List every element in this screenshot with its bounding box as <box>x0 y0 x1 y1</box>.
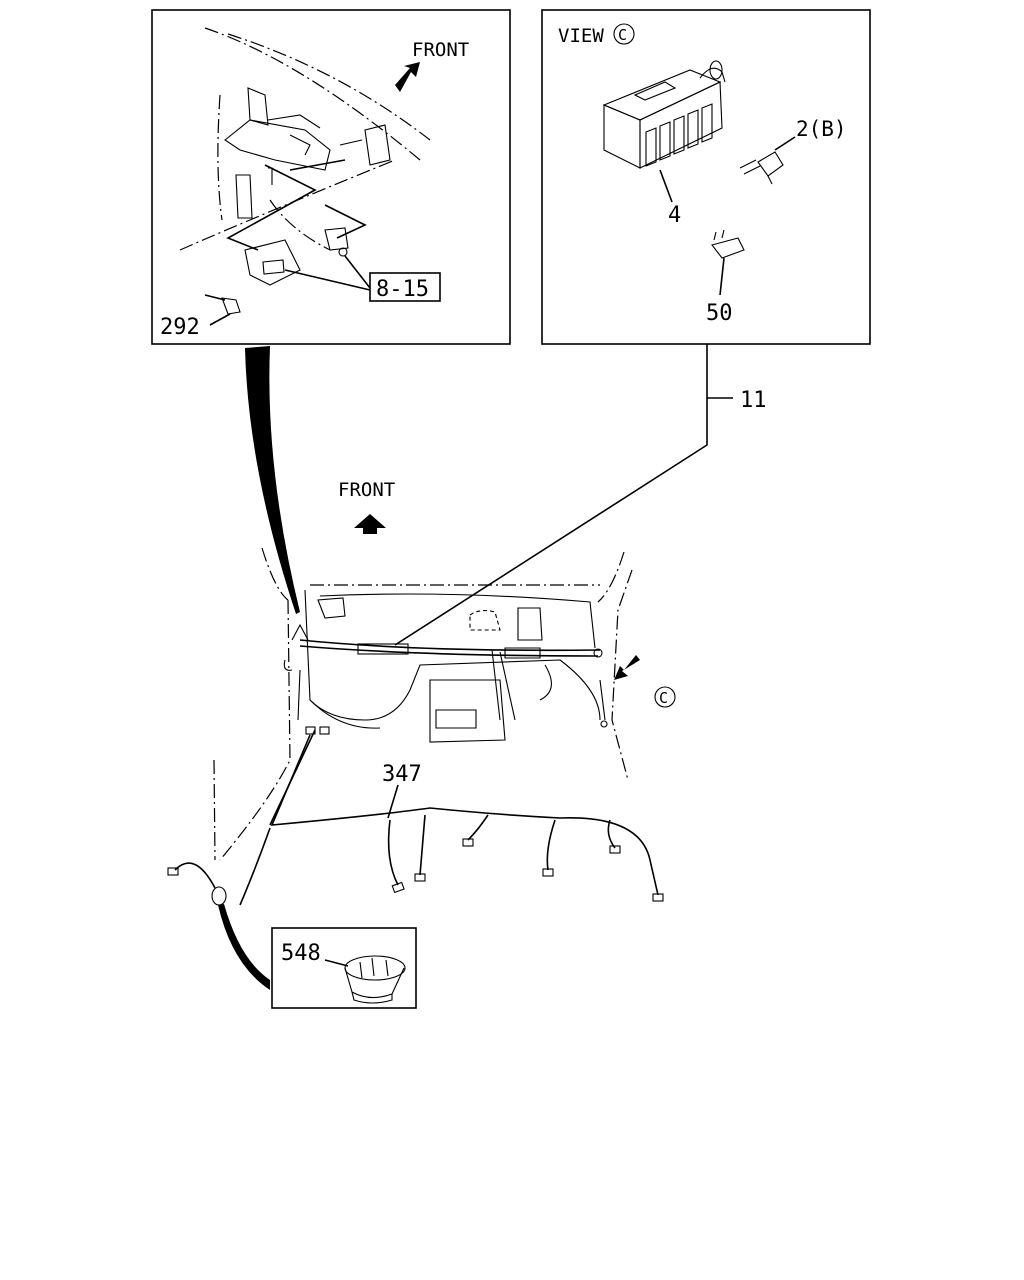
callout-relay-box: 4 <box>668 203 681 228</box>
view-marker-circle-icon <box>613 23 635 45</box>
detail-pointer-left <box>245 346 300 614</box>
callout-relay: 2(B) <box>796 117 847 141</box>
main-view-marker: C <box>659 689 668 707</box>
inset-frame <box>151 9 511 345</box>
main-view: FRONT C <box>167 479 676 906</box>
view-arrow-icon <box>614 655 640 680</box>
fuse-icon <box>711 229 745 259</box>
detail-pointer-bottom <box>218 904 270 990</box>
view-label: VIEW <box>558 25 604 47</box>
inset-bracket-detail: FRONT 8-15 292 <box>151 9 511 345</box>
leader-11 <box>394 344 708 646</box>
main-view-marker-circle-icon <box>654 686 676 708</box>
grommet-icon <box>344 955 406 1004</box>
grommet-location-icon <box>211 886 227 906</box>
main-front-label: FRONT <box>338 479 395 501</box>
callout-bolt: 292 <box>160 315 200 340</box>
callout-box-8-15 <box>369 272 441 302</box>
callout-link: 11 <box>740 388 767 413</box>
front-arrow-icon <box>395 62 420 92</box>
callout-harness: 347 <box>382 762 422 787</box>
floor-harness <box>167 726 664 906</box>
main-front-arrow-icon <box>354 514 386 534</box>
callout-grommet: 548 <box>281 941 321 966</box>
inset-grommet: 548 <box>271 927 417 1009</box>
inset-view-c: VIEW C 4 2(B) <box>541 9 871 345</box>
harness-connector <box>357 643 409 655</box>
inset-frame <box>541 9 871 345</box>
relay-icon <box>739 151 784 185</box>
inset-front-label: FRONT <box>412 39 469 61</box>
callout-fuse: 50 <box>706 301 733 326</box>
view-marker: C <box>618 26 627 44</box>
inset-frame <box>271 927 417 1009</box>
relay-box-icon <box>602 60 726 169</box>
callout-bracket: 8-15 <box>376 277 429 302</box>
